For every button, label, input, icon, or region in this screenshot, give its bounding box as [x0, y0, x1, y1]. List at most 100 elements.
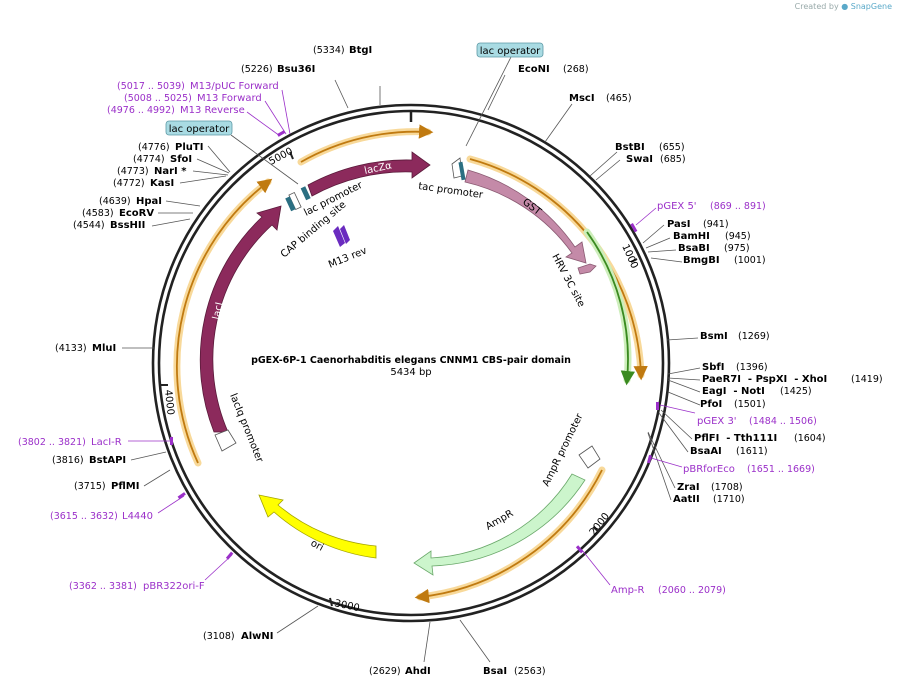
- site-bsu36i: Bsu36I: [277, 64, 315, 75]
- primer-l4440: L4440: [122, 511, 153, 522]
- site-aatii-pos: (1710): [713, 494, 745, 505]
- label-laciq-promoter: lacIq promoter: [227, 392, 265, 465]
- primer-m13fwd: M13 Forward: [197, 93, 262, 104]
- label-ampr: AmpR: [484, 508, 515, 532]
- site-nari: NarI *: [154, 166, 187, 177]
- tick-3000: 3000: [333, 598, 360, 614]
- site-bstbi-pos: (655): [659, 142, 685, 153]
- site-bsabi: BsaBI: [678, 243, 710, 254]
- primer-m13puc-pos: (5017 .. 5039): [117, 81, 185, 92]
- site-swai-pos: (685): [660, 154, 686, 165]
- site-ecorv-pos: (4583): [82, 208, 114, 219]
- primer-pbr322ori: pBR322ori-F: [143, 581, 205, 592]
- site-aatii: AatII: [673, 494, 700, 505]
- feature-gst: [464, 169, 587, 264]
- site-bstbi: BstBI: [615, 142, 645, 153]
- primer-ampr: Amp-R: [611, 585, 645, 596]
- feature-ampr: [413, 473, 586, 576]
- primer-pgex5-pos: (869 .. 891): [710, 201, 766, 212]
- lac-operator-label-2: lac operator: [169, 124, 230, 135]
- feature-laciq-promoter: [214, 429, 237, 452]
- site-ahdi: AhdI: [405, 666, 431, 677]
- site-eagi-pos: (1425): [780, 386, 812, 397]
- feature-ampr-promoter: [578, 445, 601, 469]
- site-msci: MscI: [569, 93, 595, 104]
- feature-lacza: [307, 151, 431, 197]
- site-mlui-pos: (4133): [55, 343, 87, 354]
- tick-2000: 2000: [588, 511, 612, 538]
- site-pflmi-pos: (3715): [74, 481, 106, 492]
- site-bamhi-pos: (945): [725, 231, 751, 242]
- primer-pgex3-pos: (1484 .. 1506): [749, 416, 817, 427]
- primer-ampr-pos: (2060 .. 2079): [658, 585, 726, 596]
- site-bsabi-pos: (975): [724, 243, 750, 254]
- snapgene-logo-icon: ●: [841, 2, 849, 11]
- site-bsmi-pos: (1269): [738, 331, 770, 342]
- site-pasi: PasI: [667, 219, 690, 230]
- site-zrai: ZraI: [677, 482, 700, 493]
- label-ampr-promoter: AmpR promoter: [541, 411, 586, 488]
- site-pfoi-pos: (1501): [734, 399, 766, 410]
- site-paer7i-pos: (1419): [851, 374, 883, 385]
- lac-operator-label-1: lac operator: [480, 46, 541, 57]
- site-zrai-pos: (1708): [711, 482, 743, 493]
- site-bsai: BsaI: [483, 666, 507, 677]
- site-pflmi: PflMI: [111, 481, 139, 492]
- plasmid-title: pGEX-6P-1 Caenorhabditis elegans CNNM1 C…: [251, 355, 571, 366]
- site-pluti-pos: (4776): [138, 142, 170, 153]
- site-econi: EcoNI: [518, 64, 550, 75]
- site-bmgbi-pos: (1001): [734, 255, 766, 266]
- feature-cap-site: [285, 196, 296, 212]
- site-bsaai-pos: (1611): [736, 446, 768, 457]
- site-bsmi: BsmI: [700, 331, 728, 342]
- site-sfoi: SfoI: [170, 154, 192, 165]
- site-kasi-pos: (4772): [113, 178, 145, 189]
- snapgene-credit: Created by ● SnapGene: [795, 2, 892, 11]
- backbone-outer: [151, 103, 671, 623]
- site-bmgbi: BmgBI: [683, 255, 720, 266]
- primer-l4440-pos: (3615 .. 3632): [50, 511, 118, 522]
- site-econi-pos: (268): [563, 64, 589, 75]
- credit-brand: SnapGene: [850, 2, 892, 11]
- primer-pgex3: pGEX 3': [697, 416, 737, 427]
- feature-m13rev: [333, 226, 345, 247]
- site-swai: SwaI: [626, 154, 653, 165]
- site-paer7i: PaeR7I - PspXI - XhoI: [702, 374, 827, 385]
- primer-m13rev: M13 Reverse: [180, 105, 245, 116]
- site-pflfi: PflFI - Tth111I: [694, 433, 777, 444]
- label-lacza: lacZα: [363, 160, 393, 177]
- primer-m13puc: M13/pUC Forward: [190, 81, 279, 92]
- site-hpai-pos: (4639): [99, 196, 131, 207]
- credit-text: Created by: [794, 2, 839, 11]
- site-ecorv: EcoRV: [119, 208, 154, 219]
- site-pasi-pos: (941): [703, 219, 729, 230]
- site-bstapi: BstAPI: [89, 455, 126, 466]
- tac-operator-block: [458, 161, 466, 181]
- site-hpai: HpaI: [136, 196, 162, 207]
- site-bstapi-pos: (3816): [52, 455, 84, 466]
- site-bamhi: BamHI: [673, 231, 710, 242]
- primer-laci-r-pos: (3802 .. 3821): [18, 437, 86, 448]
- primer-pbrforeco-pos: (1651 .. 1669): [747, 464, 815, 475]
- feature-ori: [258, 494, 377, 559]
- primer-laci-r: LacI-R: [91, 437, 122, 448]
- label-laci: lacI: [211, 301, 225, 320]
- primer-pgex5: pGEX 5': [657, 201, 697, 212]
- primer-pbr322ori-pos: (3362 .. 3381): [69, 581, 137, 592]
- site-bsshii-pos: (4544): [73, 220, 105, 231]
- site-ahdi-pos: (2629): [369, 666, 401, 677]
- operator-labels: lac operator lac operator: [165, 42, 544, 185]
- tick-1000: 1000: [619, 243, 639, 271]
- site-bsaai: BsaAI: [690, 446, 722, 457]
- site-bsshii: BssHII: [110, 220, 145, 231]
- feature-laci: [199, 205, 282, 433]
- site-kasi: KasI: [150, 178, 174, 189]
- tick-4000: 4000: [162, 389, 176, 415]
- label-ori: ori: [309, 538, 326, 554]
- site-btgi: BtgI: [349, 45, 372, 56]
- site-pflfi-pos: (1604): [794, 433, 826, 444]
- primer-m13fwd-pos: (5008 .. 5025): [124, 93, 192, 104]
- site-bsai-pos: (2563): [514, 666, 546, 677]
- plasmid-length: 5434 bp: [390, 367, 431, 378]
